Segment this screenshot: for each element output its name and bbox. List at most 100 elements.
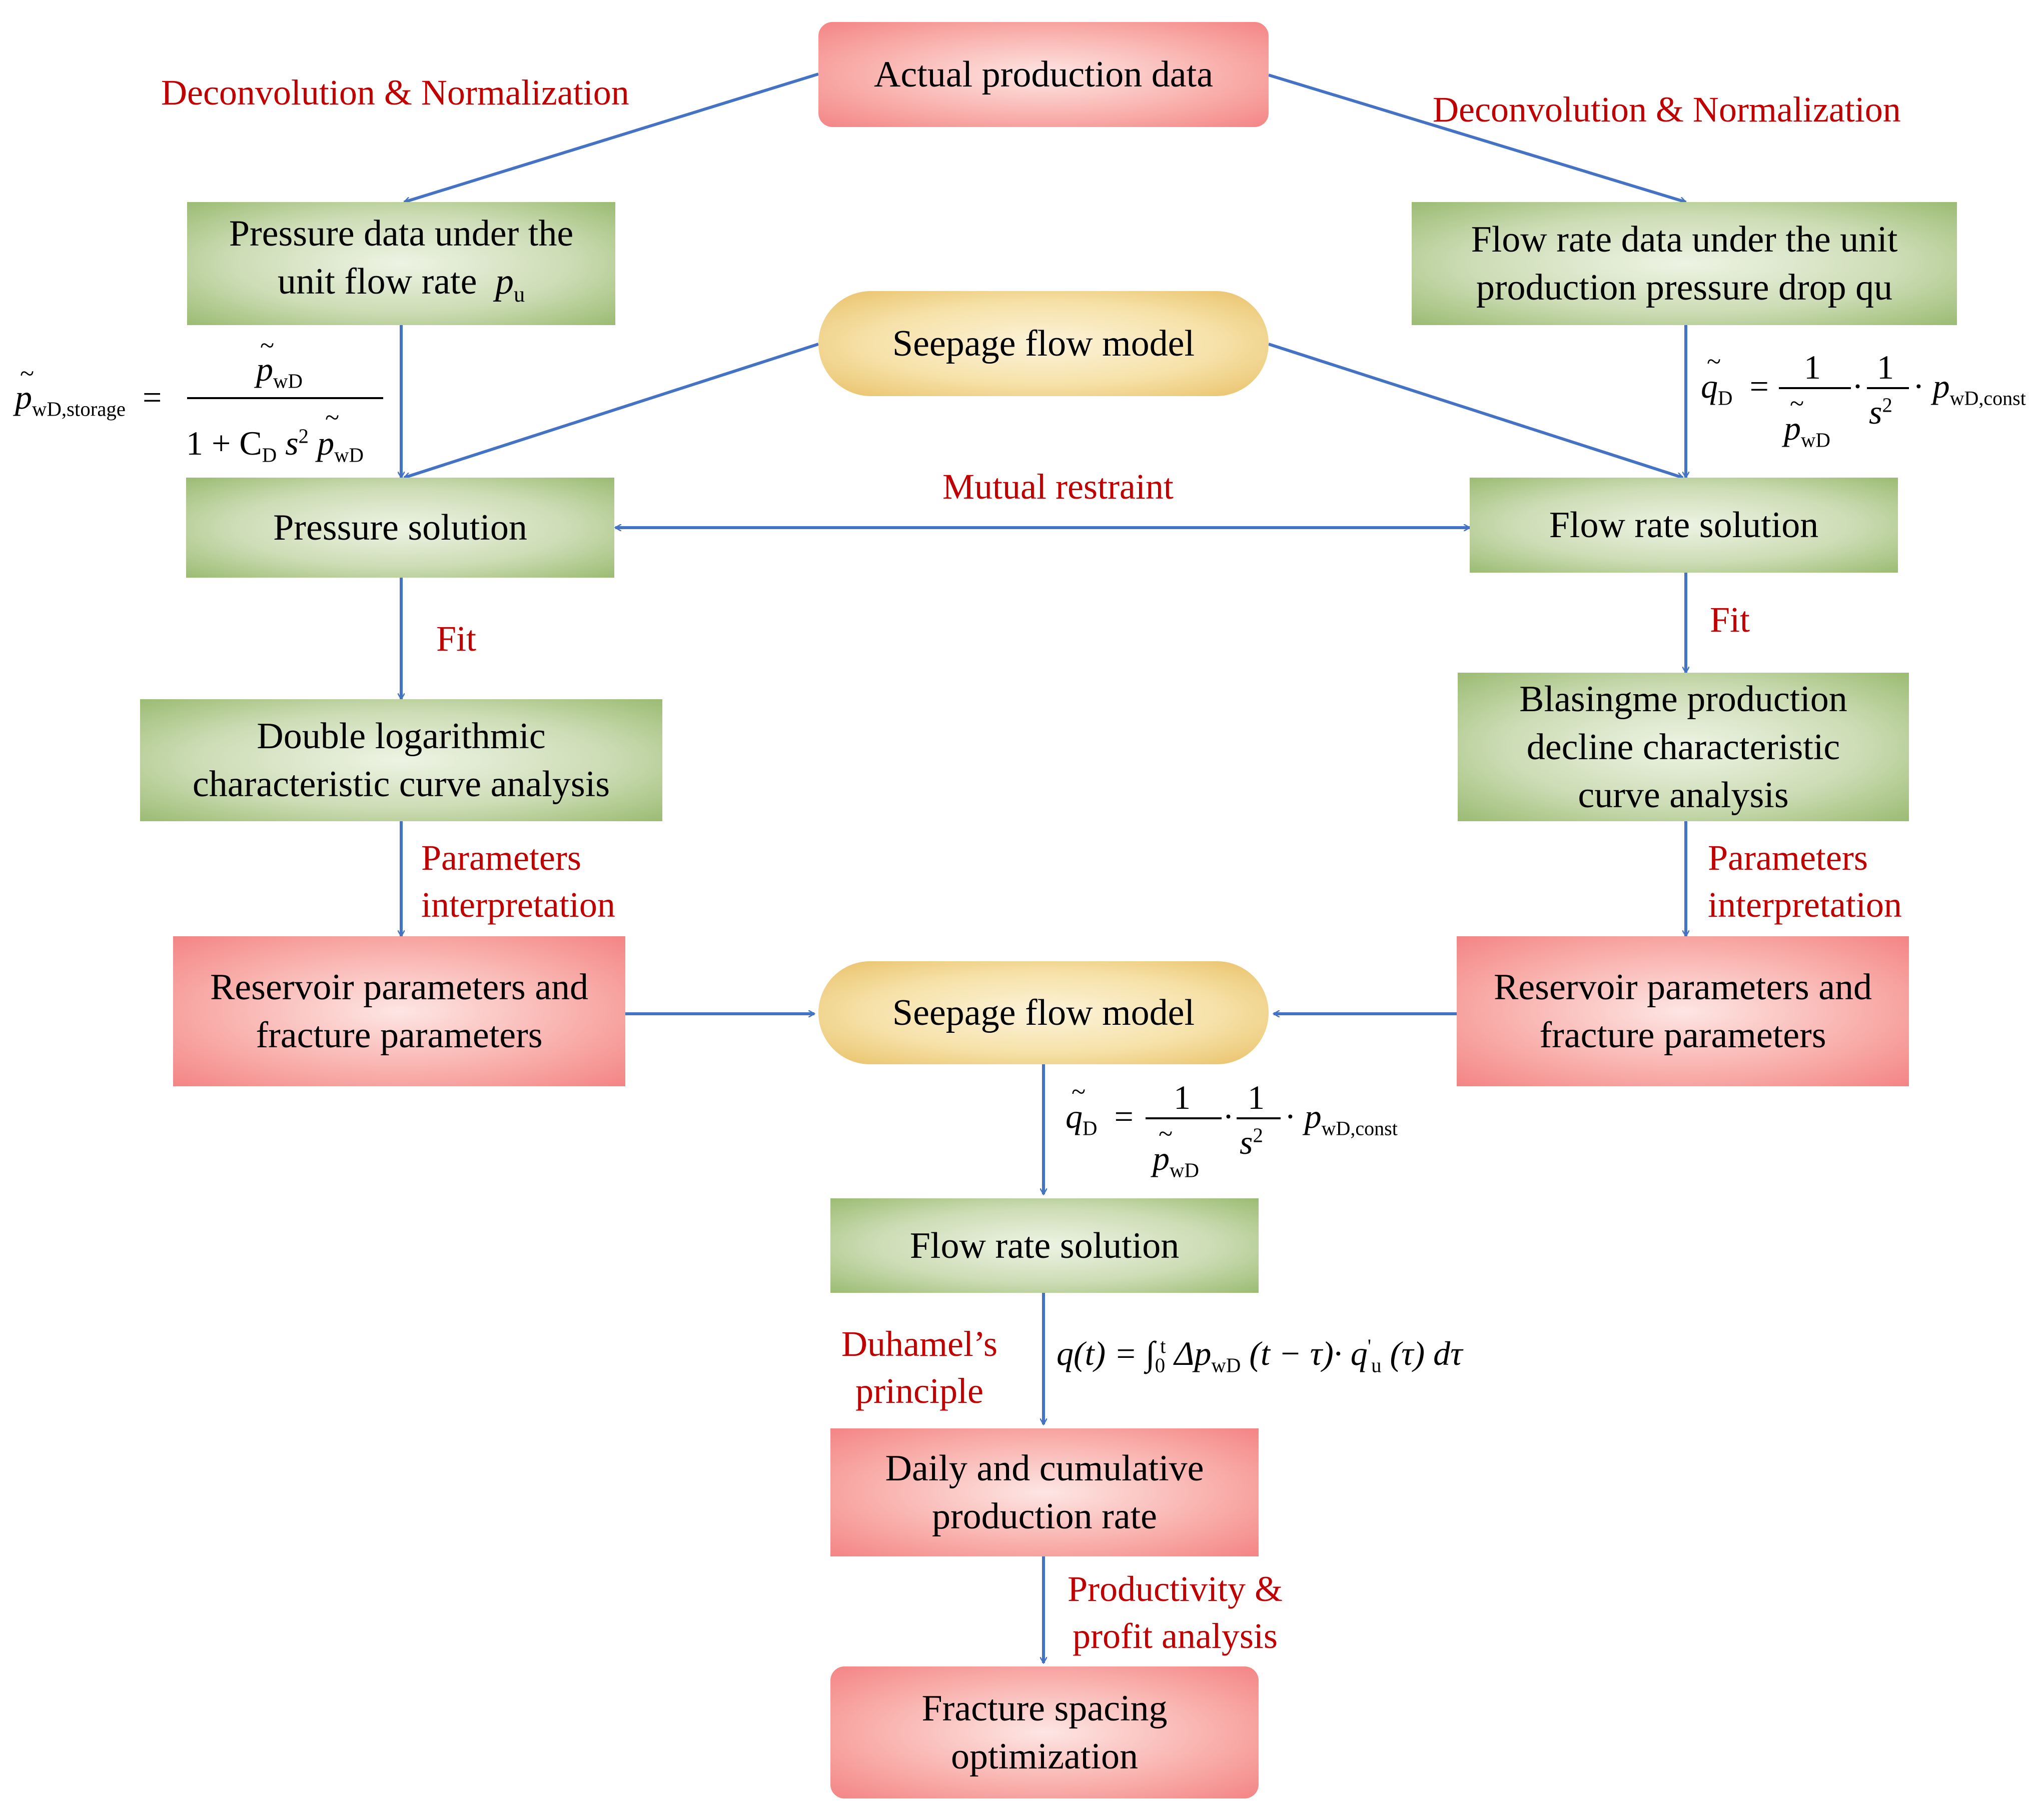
storage-num-p: p <box>256 350 273 388</box>
formula-qd-right: ~ qD = 1 ~ pwD · 1 s2 · pwD,const <box>1691 345 2044 465</box>
storage-den-p: p <box>317 424 335 462</box>
qd-right-tail-p: p <box>1932 367 1950 405</box>
pressure-data-symbol: p <box>495 261 514 302</box>
fracture-spacing-box: Fracture spacing optimization <box>830 1666 1259 1798</box>
label-mutual-restraint: Mutual restraint <box>942 467 1174 507</box>
duhamel-text: q(t) = ∫ <box>1057 1334 1155 1372</box>
arrow-seepage-to-flow-solution <box>1268 343 1683 478</box>
qd-right-den-sub: wD <box>1801 429 1830 452</box>
formula-duhamel: q(t) = ∫0t ΔpwD (t − τ)· q'u (τ) dτ <box>1057 1336 1462 1376</box>
storage-den-s: s <box>285 424 299 462</box>
qd-bottom-tail-p: p <box>1304 1097 1322 1135</box>
storage-den-sub: D <box>262 444 277 467</box>
qd-bottom-dot-a: · <box>1224 1097 1232 1135</box>
formula-storage: ~ pwD,storage = ~ pwD ~ 1 + CD s2 pwD <box>0 330 410 475</box>
qd-right-tail: · pwD,const <box>1913 369 2026 409</box>
fracture-line2: optimization <box>950 1736 1139 1777</box>
qd-right-dot-b: · <box>1913 367 1933 405</box>
qd-bottom-den: pwD <box>1153 1141 1199 1181</box>
daily-cumulative-box: Daily and cumulative production rate <box>830 1428 1259 1556</box>
daily-line2: production rate <box>932 1496 1157 1537</box>
label-productivity-1: Productivity & <box>1068 1569 1283 1609</box>
qd-bottom-lhs: qD = <box>1066 1099 1134 1139</box>
label-duhamel-1: Duhamel’s <box>841 1324 997 1364</box>
qd-right-dot-a: · <box>1853 367 1861 405</box>
storage-den-sup: 2 <box>298 425 309 448</box>
seepage-flow-model-top: Seepage flow model <box>818 291 1269 396</box>
label-params-left-2: interpretation <box>421 885 615 925</box>
flow-solution-bottom-text: Flow rate solution <box>909 1225 1180 1266</box>
blasingme-line3: curve analysis <box>1578 774 1789 816</box>
label-productivity-2: profit analysis <box>1073 1616 1278 1656</box>
qd-right-bar-b <box>1867 387 1909 389</box>
storage-lhs-sub: wD,storage <box>32 398 126 421</box>
reservoir-right-line1: Reservoir parameters and <box>1493 967 1872 1008</box>
arrow-seepage-to-pressure-solution <box>404 343 819 478</box>
storage-den-1: 1 + C <box>186 424 262 462</box>
seepage-flow-model-mid: Seepage flow model <box>818 961 1269 1064</box>
qd-right-den-tilde: ~ <box>1790 390 1804 418</box>
qd-right-one-b: 1 <box>1877 348 1894 386</box>
flow-data-line1: Flow rate data under the unit <box>1471 219 1898 260</box>
storage-eq: = <box>134 378 162 416</box>
qd-right-lhs: qD = <box>1701 369 1769 409</box>
label-duhamel-2: principle <box>855 1371 983 1411</box>
qd-bottom-dot-b: · <box>1285 1097 1305 1135</box>
double-log-line2: characteristic curve analysis <box>192 764 610 805</box>
seepage-top-text: Seepage flow model <box>892 323 1195 364</box>
qd-bottom-s-text: s <box>1240 1123 1253 1161</box>
label-fit-left: Fit <box>436 619 477 659</box>
qd-bottom-s: s2 <box>1240 1125 1263 1159</box>
qd-bottom-q-sub: D <box>1083 1117 1098 1140</box>
qd-right-one-a: 1 <box>1804 348 1821 386</box>
label-params-right-1: Parameters <box>1708 838 1868 878</box>
pressure-data-line2: unit flow rate <box>277 261 477 302</box>
storage-den-p-sub: wD <box>334 444 364 467</box>
blasingme-analysis-box: Blasingme production decline characteris… <box>1458 673 1909 821</box>
storage-num: pwD <box>256 352 303 392</box>
flow-data-line2: production pressure drop qu <box>1476 267 1893 308</box>
pressure-data-box: Pressure data under the unit flow rate p… <box>187 202 615 325</box>
qd-bottom-den-tilde: ~ <box>1159 1120 1173 1148</box>
qd-right-tilde: ~ <box>1707 348 1721 376</box>
qd-bottom-one-b: 1 <box>1248 1078 1265 1116</box>
duhamel-lower: 0 <box>1155 1354 1166 1377</box>
qd-bottom-tail: · pwD,const <box>1285 1099 1398 1139</box>
arrow-actual-to-pressure-data <box>404 73 819 202</box>
daily-line1: Daily and cumulative <box>885 1448 1204 1489</box>
label-params-right-2: interpretation <box>1708 885 1902 925</box>
double-log-analysis-box: Double logarithmic characteristic curve … <box>140 699 662 821</box>
qd-bottom-bar-b <box>1237 1117 1281 1119</box>
arrow-actual-to-flow-data <box>1268 74 1686 202</box>
actual-production-data-box: Actual production data <box>818 22 1269 127</box>
duhamel-rest: (t − τ)· q <box>1249 1334 1368 1372</box>
storage-fraction-bar <box>187 397 383 399</box>
blasingme-line1: Blasingme production <box>1519 678 1847 720</box>
qd-bottom-one-a: 1 <box>1174 1078 1191 1116</box>
qd-right-q-sub: D <box>1718 387 1733 410</box>
storage-lhs-p: p <box>15 378 32 416</box>
blasingme-line2: decline characteristic <box>1526 726 1840 768</box>
duhamel-end: (τ) dτ <box>1390 1334 1463 1372</box>
qd-bottom-tail-sub: wD,const <box>1321 1117 1398 1140</box>
qd-bottom-eq: = <box>1106 1097 1134 1135</box>
seepage-mid-text: Seepage flow model <box>892 992 1195 1033</box>
storage-den: 1 + CD s2 pwD <box>186 426 364 466</box>
label-deconvolution-left: Deconvolution & Normalization <box>161 73 629 113</box>
flow-rate-data-box: Flow rate data under the unit production… <box>1412 202 1957 325</box>
duhamel-upper: t <box>1160 1335 1166 1358</box>
label-fit-right: Fit <box>1710 600 1750 640</box>
storage-lhs-tilde: ~ <box>20 360 35 388</box>
label-deconvolution-right: Deconvolution & Normalization <box>1433 90 1901 130</box>
qd-bottom-tilde: ~ <box>1072 1078 1086 1106</box>
reservoir-params-right-box: Reservoir parameters and fracture parame… <box>1457 936 1909 1086</box>
duhamel-body: Δp <box>1174 1334 1212 1372</box>
reservoir-right-line2: fracture parameters <box>1539 1015 1826 1056</box>
fracture-line1: Fracture spacing <box>921 1688 1168 1729</box>
qd-right-den-p: p <box>1784 409 1801 447</box>
qd-right-s-text: s <box>1869 393 1882 431</box>
qd-right-den: pwD <box>1784 411 1830 451</box>
storage-lhs: pwD,storage = <box>15 380 162 420</box>
